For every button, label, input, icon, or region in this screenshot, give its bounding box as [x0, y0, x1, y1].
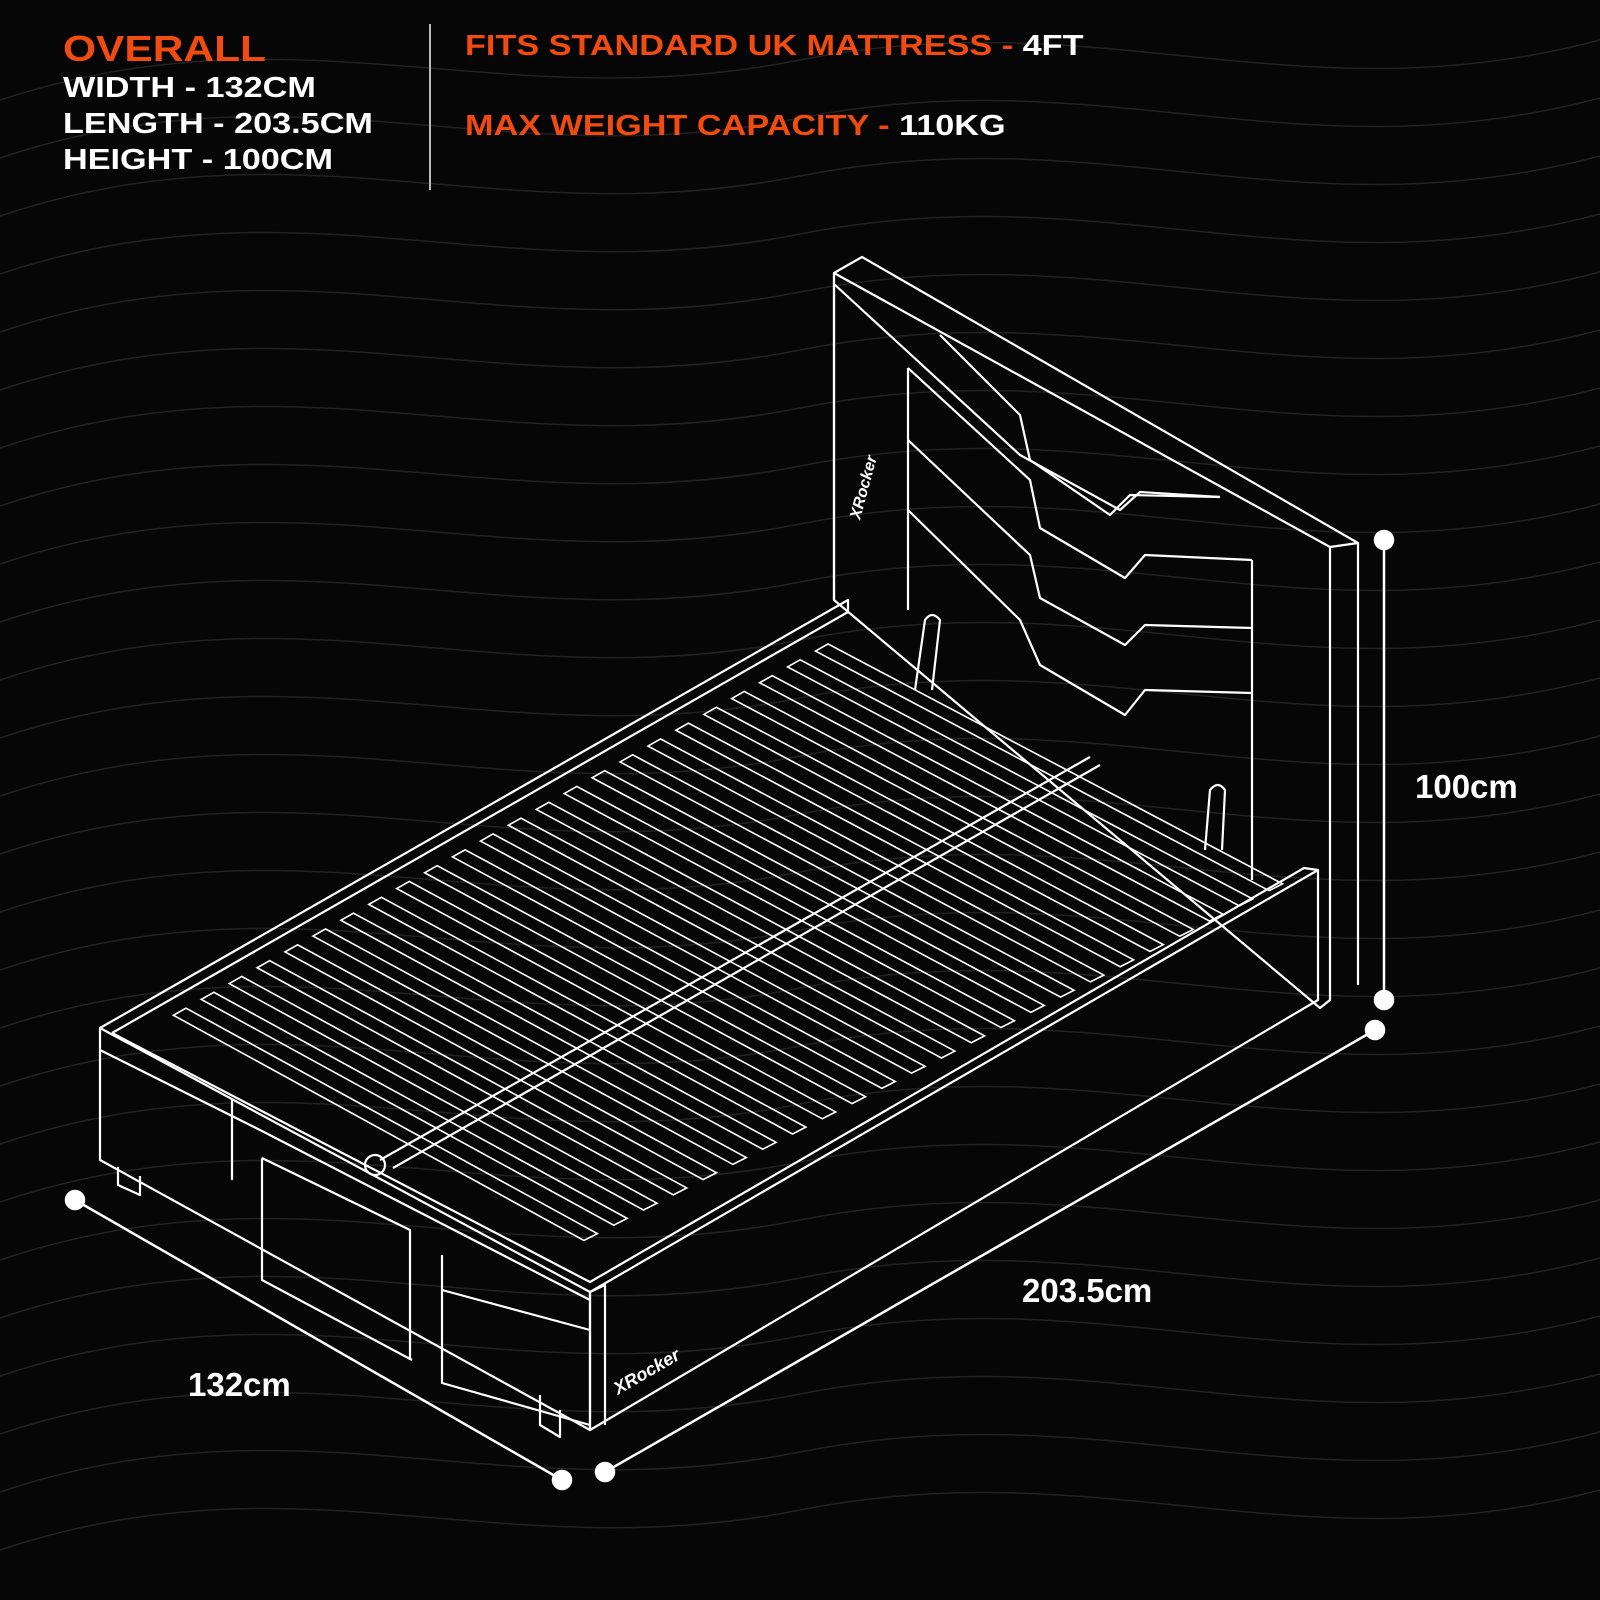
slat [813, 643, 1285, 892]
side-rail-right [588, 868, 1320, 1432]
contour-line [0, 1199, 1600, 1261]
slat [478, 833, 927, 1075]
brand-logo-footboard: XRocker [609, 1344, 684, 1399]
divider [429, 24, 431, 190]
contour-line [0, 851, 1600, 913]
slat [757, 674, 1225, 922]
slat [785, 658, 1255, 907]
contour-line [0, 1315, 1600, 1377]
slat [311, 928, 749, 1166]
slat [283, 943, 719, 1181]
slat [199, 991, 629, 1227]
spec-mattress: FITS STANDARD UK MATTRESS - 4FT [465, 30, 1084, 62]
contour-line [0, 1431, 1600, 1493]
contour-line [0, 271, 1600, 333]
spec-weight: MAX WEIGHT CAPACITY - 110KG [465, 110, 1006, 142]
slat [590, 769, 1046, 1014]
slat [674, 722, 1136, 968]
contour-line [0, 561, 1600, 623]
contour-line [0, 329, 1600, 391]
slat [227, 975, 659, 1211]
slat [730, 690, 1195, 938]
contour-line [0, 97, 1600, 159]
contour-line [0, 503, 1600, 565]
contour-line [0, 39, 1600, 101]
slat [339, 912, 778, 1151]
contour-line [0, 1489, 1600, 1551]
contour-line [0, 1257, 1600, 1319]
width-dimension-line [74, 1198, 563, 1482]
slat [367, 896, 808, 1135]
slat [562, 785, 1017, 1029]
slat [450, 848, 897, 1090]
slat [702, 706, 1166, 953]
contour-line [0, 213, 1600, 275]
contour-line [0, 387, 1600, 449]
brand-logo-headboard: XRocker [847, 453, 881, 522]
contour-line [0, 677, 1600, 739]
width-label: 132cm [188, 1366, 291, 1403]
headboard-top [833, 255, 1360, 549]
length-label: 203.5cm [1022, 1272, 1153, 1309]
slat [506, 817, 957, 1059]
contour-line [0, 1083, 1600, 1145]
overall-heading: OVERALL [63, 28, 266, 69]
overall-length: LENGTH - 203.5CM [63, 108, 373, 140]
length-dimension-line [604, 1028, 1376, 1474]
overall-width: WIDTH - 132CM [63, 72, 316, 104]
slat [646, 738, 1106, 983]
contour-line [0, 1373, 1600, 1435]
footboard [98, 1026, 592, 1432]
contour-line [0, 735, 1600, 797]
contour-line [0, 909, 1600, 971]
slat [171, 1007, 600, 1242]
slat [255, 959, 689, 1196]
slat [422, 864, 868, 1105]
contour-line [0, 445, 1600, 507]
side-rail-left-top [99, 598, 850, 1034]
contour-line [0, 967, 1600, 1029]
slat [618, 753, 1076, 999]
contour-line [0, 155, 1600, 217]
height-label: 100cm [1415, 768, 1518, 805]
slat [395, 880, 838, 1120]
slat [534, 801, 987, 1044]
overall-height: HEIGHT - 100CM [63, 144, 334, 176]
